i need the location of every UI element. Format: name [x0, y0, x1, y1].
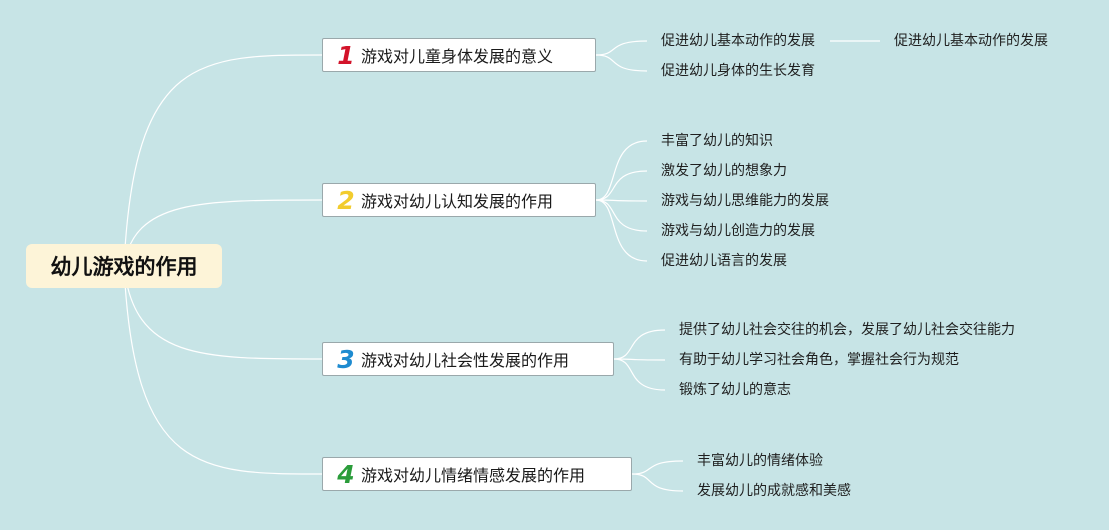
root-connector-4: [123, 265, 323, 475]
branch-node-2[interactable]: 2 游戏对幼儿认知发展的作用: [322, 183, 596, 217]
branch-node-3[interactable]: 3 游戏对幼儿社会性发展的作用: [322, 342, 614, 376]
number-badge-1: 1: [337, 40, 355, 70]
leaf-2-2[interactable]: 激发了幼儿的想象力: [661, 163, 787, 179]
leaf-1-1-sub[interactable]: 促进幼儿基本动作的发展: [894, 33, 1048, 49]
leaf-3-2[interactable]: 有助于幼儿学习社会角色，掌握社会行为规范: [679, 352, 959, 368]
leaf-4-1[interactable]: 丰富幼儿的情绪体验: [697, 453, 823, 469]
leaf-2-1[interactable]: 丰富了幼儿的知识: [661, 133, 773, 149]
leaf-connector-3-3: [613, 358, 666, 391]
branch-label-1: 游戏对儿童身体发展的意义: [361, 47, 554, 66]
leaf-connector-2-4: [595, 199, 648, 232]
root-connector-3: [123, 265, 323, 360]
leaf-connector-2-3: [595, 199, 648, 202]
number-badge-3: 3: [337, 344, 355, 374]
leaf-connector-4-2: [631, 473, 684, 492]
branch-node-4[interactable]: 4 游戏对幼儿情绪情感发展的作用: [322, 457, 632, 491]
leaf-4-2[interactable]: 发展幼儿的成就感和美感: [697, 483, 851, 499]
leaf-1-2[interactable]: 促进幼儿身体的生长发育: [661, 63, 815, 79]
leaf-connector-1-2: [595, 54, 648, 72]
branch-label-2: 游戏对幼儿认知发展的作用: [361, 192, 554, 211]
leaf-3-1[interactable]: 提供了幼儿社会交往的机会，发展了幼儿社会交往能力: [679, 322, 1015, 338]
leaf-connector-3-1: [613, 329, 666, 360]
leaf-connector-2-1: [595, 140, 648, 201]
branch-node-1[interactable]: 1 游戏对儿童身体发展的意义: [322, 38, 596, 72]
leaf-connector-3-2: [613, 358, 666, 361]
leaf-3-3[interactable]: 锻炼了幼儿的意志: [679, 382, 791, 398]
root-node[interactable]: 幼儿游戏的作用: [26, 244, 222, 288]
leaf-2-5[interactable]: 促进幼儿语言的发展: [661, 253, 787, 269]
branch-label-3: 游戏对幼儿社会性发展的作用: [361, 351, 570, 370]
leaf-2-4[interactable]: 游戏与幼儿创造力的发展: [661, 223, 815, 239]
leaf-connector-4-1: [631, 460, 684, 475]
root-connector-1: [123, 54, 323, 267]
branch-label-4: 游戏对幼儿情绪情感发展的作用: [361, 466, 586, 485]
leaf-1-1[interactable]: 促进幼儿基本动作的发展: [661, 33, 815, 49]
leaf-connector-1-1: [595, 40, 648, 56]
leaf-2-3[interactable]: 游戏与幼儿思维能力的发展: [661, 193, 829, 209]
leaf-connector-2-5: [595, 199, 648, 262]
number-badge-4: 4: [337, 459, 355, 489]
number-badge-2: 2: [337, 185, 355, 215]
leaf-connector-2-2: [595, 170, 648, 201]
